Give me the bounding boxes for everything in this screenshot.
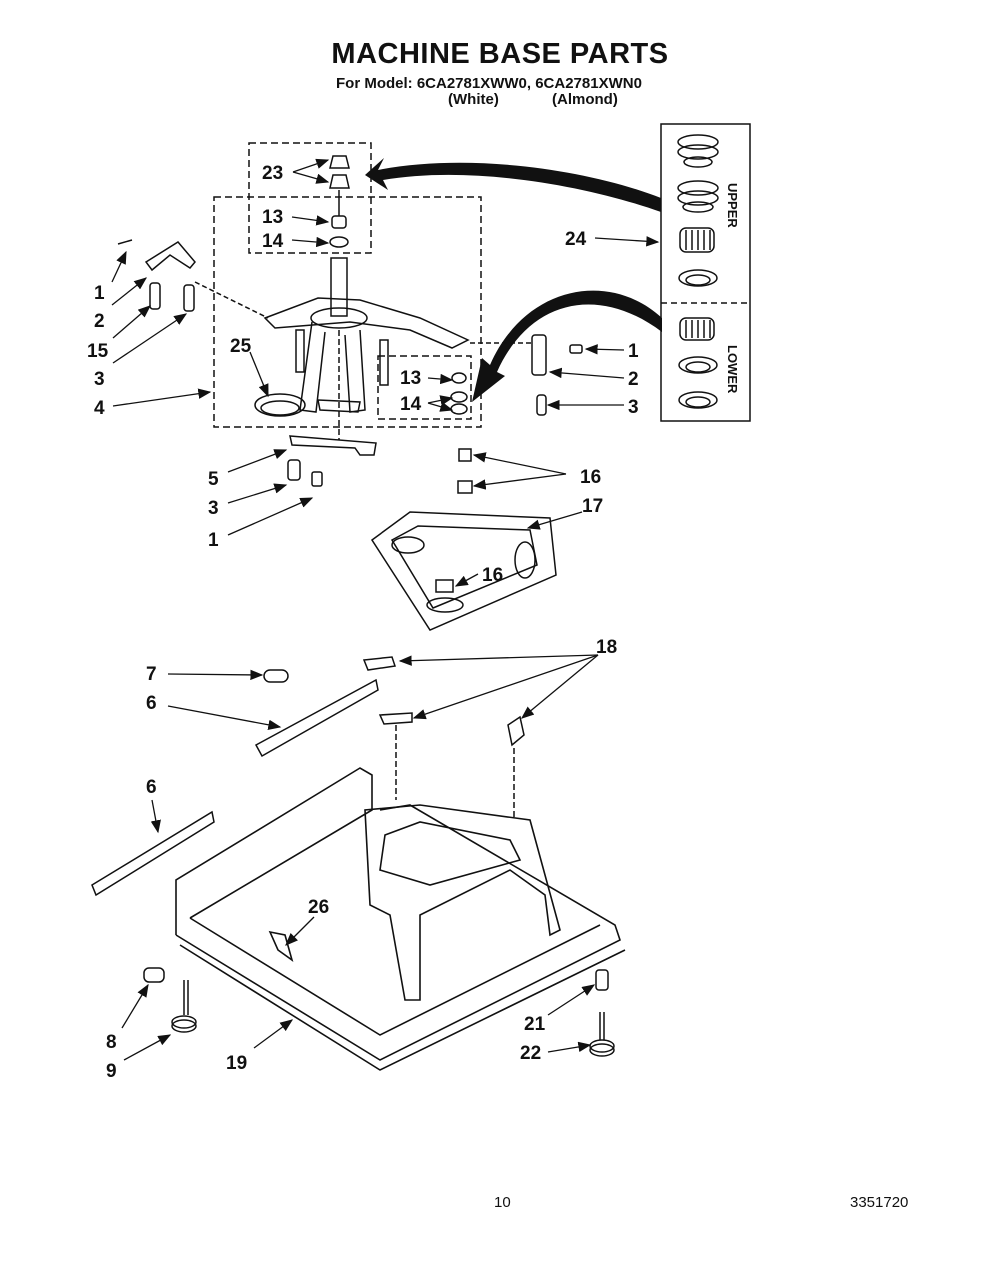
callout-9: 9 — [106, 1061, 117, 1082]
callout-labels: 23 13 14 24 1 2 15 3 4 25 13 14 1 2 3 5 … — [87, 163, 639, 1082]
callout-1-left: 1 — [94, 283, 105, 304]
callout-7: 7 — [146, 664, 157, 685]
callout-6-lower: 6 — [146, 777, 157, 798]
callout-2-left: 2 — [94, 311, 105, 332]
leveling-feet — [143, 967, 615, 1057]
callout-25: 25 — [230, 336, 252, 357]
callout-4: 4 — [94, 398, 105, 419]
callout-14-top: 14 — [262, 231, 284, 252]
legend-upper-label: UPPER — [725, 183, 740, 228]
callout-16-bottom: 16 — [482, 565, 503, 586]
inset-box-top — [248, 142, 372, 254]
callout-13-right: 13 — [400, 368, 421, 389]
callout-5: 5 — [208, 469, 219, 490]
left-bracket-parts — [117, 239, 269, 319]
model-line: For Model: 6CA2781XWW0, 6CA2781XWN0 — [336, 75, 642, 92]
callout-16-top: 16 — [580, 467, 601, 488]
callout-8: 8 — [106, 1032, 117, 1053]
callout-1-right: 1 — [628, 341, 639, 362]
drive-box — [213, 196, 482, 428]
callout-19: 19 — [226, 1053, 247, 1074]
middle-parts — [91, 656, 525, 897]
part-17-frame — [370, 448, 557, 631]
big-arrow-upper — [365, 158, 661, 212]
drive-support — [263, 257, 470, 440]
drive-bearings — [329, 155, 468, 415]
callout-1-lower: 1 — [208, 530, 219, 551]
big-arrow-lower — [472, 290, 662, 402]
callout-17: 17 — [582, 496, 603, 517]
callout-22: 22 — [520, 1043, 541, 1064]
leader-arrows — [111, 158, 660, 1061]
callout-18: 18 — [596, 637, 617, 658]
lower-drive-parts — [287, 435, 377, 487]
legend-lower-label: LOWER — [725, 345, 740, 394]
callout-3-lower: 3 — [208, 498, 219, 519]
callout-13-top: 13 — [262, 207, 283, 228]
callout-3-left: 3 — [94, 369, 105, 390]
callout-21: 21 — [524, 1014, 546, 1035]
base-frame — [175, 767, 626, 1071]
part-25-ring — [254, 393, 306, 417]
inset-box-right — [377, 355, 472, 420]
model-almond-label: (Almond) — [552, 91, 618, 108]
callout-24: 24 — [565, 229, 587, 250]
callout-15: 15 — [87, 341, 109, 362]
callout-23: 23 — [262, 163, 283, 184]
bearing-legend — [660, 123, 751, 422]
right-bracket-parts — [470, 334, 583, 416]
page-number: 10 — [494, 1194, 511, 1211]
callout-2-right: 2 — [628, 369, 639, 390]
callout-3-right: 3 — [628, 397, 639, 418]
model-white-label: (White) — [448, 91, 499, 108]
document-number: 3351720 — [850, 1194, 909, 1211]
callout-14-right: 14 — [400, 394, 422, 415]
callout-6-upper: 6 — [146, 693, 157, 714]
callout-26: 26 — [308, 897, 329, 918]
drive-assembly-group — [213, 142, 482, 428]
page-title: MACHINE BASE PARTS — [331, 38, 669, 70]
